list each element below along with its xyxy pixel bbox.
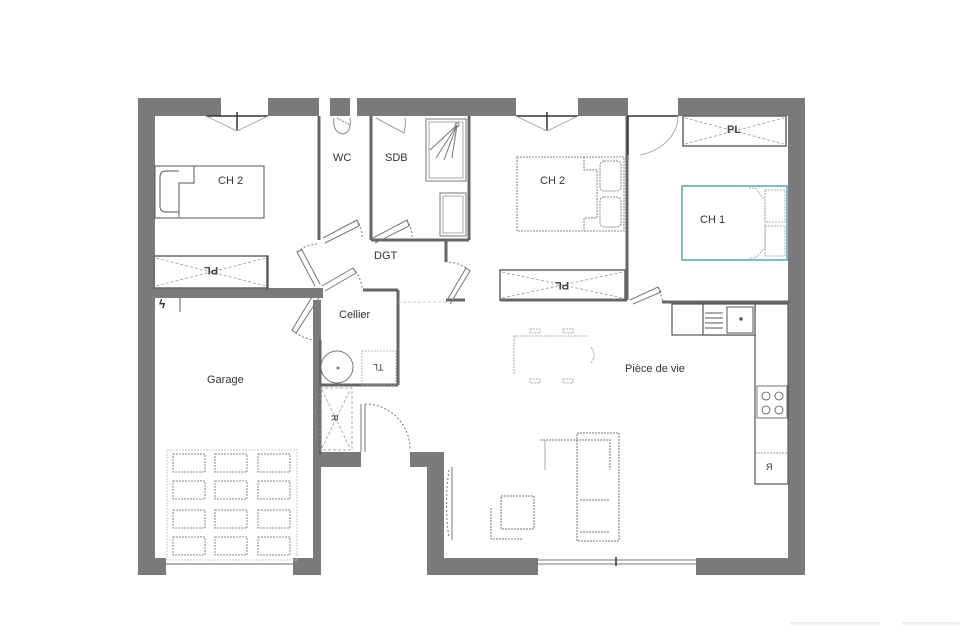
room-label-sdb: SDB	[385, 152, 408, 164]
fridge-label: R	[766, 462, 773, 472]
electric-panel-icon: ϟ	[159, 297, 166, 311]
sofa	[540, 432, 620, 542]
bed-ch1	[681, 185, 788, 261]
exterior-walls	[138, 98, 805, 575]
kitchen-counter	[671, 303, 789, 485]
scroll-shadow-left	[790, 622, 880, 626]
bed-ch2-middle	[516, 156, 625, 232]
closet-ch1	[682, 115, 787, 147]
shower	[425, 118, 467, 182]
scroll-shadow-right	[902, 622, 960, 626]
water-heater	[320, 350, 354, 384]
sink-sdb	[439, 192, 467, 237]
room-label-piece-de-vie: Pièce de vie	[625, 363, 685, 375]
closet-ch2-middle	[499, 269, 626, 301]
bay-window	[538, 557, 696, 566]
armchair	[490, 495, 535, 540]
room-label-ch1: CH 1	[700, 214, 726, 226]
wc-fixture	[333, 117, 351, 135]
sink-kitchen	[705, 306, 754, 334]
room-label-garage: Garage	[207, 374, 244, 386]
room-label-ch2-west: CH 2	[218, 175, 244, 187]
room-label-dgt: DGT	[374, 250, 398, 262]
room-label-ch2-middle: CH 2	[540, 175, 566, 187]
dining-table	[513, 328, 595, 384]
closet-ch2-west	[153, 255, 269, 289]
bed-ch2-west	[154, 165, 265, 219]
cellier-tile-label: TL	[373, 362, 384, 372]
cellier-storage-label: R	[329, 414, 340, 422]
garage-door	[166, 449, 298, 561]
closet-label-ch2-middle: PL	[555, 279, 570, 291]
closet-label-ch2-west: PL	[204, 264, 219, 276]
cellier-closet	[319, 387, 353, 451]
windows	[206, 112, 678, 155]
closet-label-ch1: PL	[727, 124, 742, 136]
cooktop	[756, 385, 788, 419]
room-label-wc: WC	[333, 152, 352, 164]
tv-unit	[446, 467, 453, 540]
room-label-cellier: Cellier	[339, 309, 371, 321]
